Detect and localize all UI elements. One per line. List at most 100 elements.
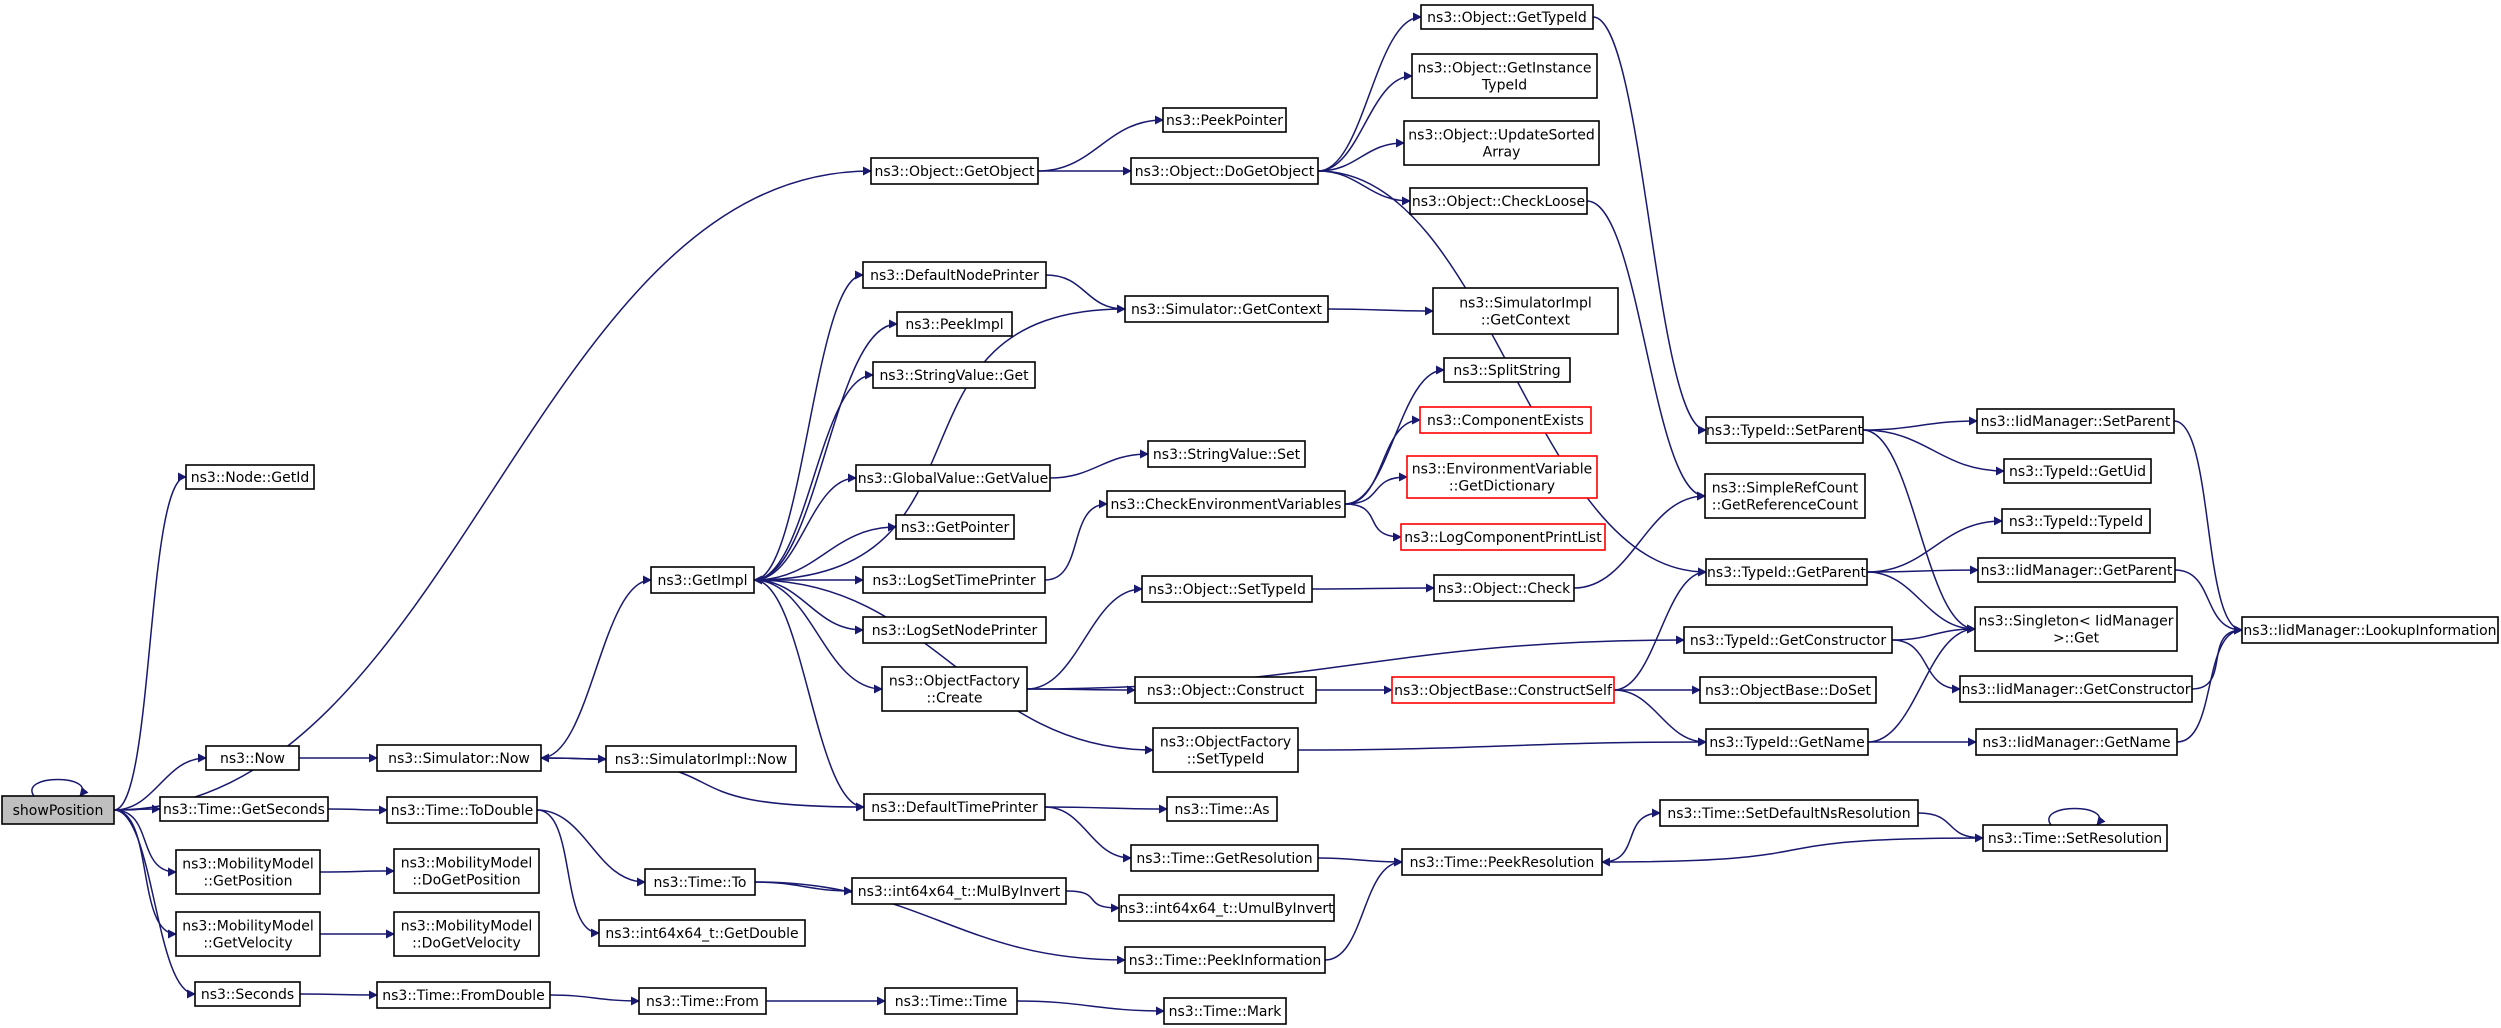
node-checkenvvars[interactable]: ns3::CheckEnvironmentVariables (1106, 490, 1346, 518)
node-iidm-getname[interactable]: ns3::IidManager::GetName (1975, 728, 2178, 756)
node-objectbase-constructself[interactable]: ns3::ObjectBase::ConstructSelf (1391, 676, 1615, 704)
node-time-mark[interactable]: ns3::Time::Mark (1163, 997, 1287, 1025)
node-node-getid[interactable]: ns3::Node::GetId (185, 464, 315, 490)
node-singleton-get[interactable]: ns3::Singleton< IidManager >::Get (1974, 606, 2178, 652)
node-objectbase-doset[interactable]: ns3::ObjectBase::DoSet (1699, 676, 1877, 704)
node-typeid-getname[interactable]: ns3::TypeId::GetName (1705, 728, 1869, 756)
node-componentexists[interactable]: ns3::ComponentExists (1419, 406, 1592, 434)
node-peekpointer[interactable]: ns3::PeekPointer (1162, 107, 1287, 133)
node-dogetobject[interactable]: ns3::Object::DoGetObject (1130, 157, 1319, 185)
node-object-check[interactable]: ns3::Object::Check (1433, 574, 1575, 602)
node-mm-getvelocity[interactable]: ns3::MobilityModel::GetVelocity (175, 911, 321, 957)
node-checkloose[interactable]: ns3::Object::CheckLoose (1409, 187, 1588, 215)
node-box (1659, 799, 1919, 827)
edge-time-peekinformation-to-time-peekresolution (1324, 857, 1403, 961)
node-simulator-now[interactable]: ns3::Simulator::Now (376, 744, 542, 772)
edge-dogetobject-to-checkloose (1317, 170, 1411, 206)
node-sim-getcontext[interactable]: ns3::Simulator::GetContext (1124, 295, 1329, 323)
node-time-as[interactable]: ns3::Time::As (1166, 796, 1278, 822)
node-time-setresolution[interactable]: ns3::Time::SetResolution (1982, 824, 2168, 852)
node-time-time[interactable]: ns3::Time::Time (884, 987, 1018, 1015)
node-object-getobject[interactable]: ns3::Object::GetObject (870, 157, 1039, 185)
edge-globalvalue-getvalue-to-stringvalue-set (1049, 449, 1149, 479)
node-label: ns3::Object::Construct (1147, 683, 1305, 699)
node-typeid-typeid[interactable]: ns3::TypeId::TypeId (2001, 508, 2151, 534)
node-label: ns3::Time::PeekInformation (1129, 953, 1322, 969)
node-time-todouble[interactable]: ns3::Time::ToDouble (386, 796, 538, 824)
edge-typeid-getname-to-singleton-get (1867, 624, 1976, 743)
node-label: ns3::Time::SetResolution (1988, 831, 2162, 847)
node-iidm-lookupinformation[interactable]: ns3::IidManager::LookupInformation (2241, 616, 2499, 644)
node-label: ns3::Simulator::Now (388, 751, 530, 767)
node-box (1124, 295, 1329, 323)
edge-getimpl-to-defaulttimeprinter (753, 579, 865, 812)
node-object-settypeid[interactable]: ns3::Object::SetTypeId (1141, 575, 1313, 603)
node-box (862, 566, 1046, 594)
node-simimpl-getcontext[interactable]: ns3::SimulatorImpl::GetContext (1432, 287, 1619, 335)
node-defaulttimeprinter[interactable]: ns3::DefaultTimePrinter (863, 793, 1046, 821)
node-iidm-getconstructor[interactable]: ns3::IidManager::GetConstructor (1959, 675, 2193, 703)
node-umulbyinvert[interactable]: ns3::int64x64_t::UmulByInvert (1118, 894, 1335, 922)
node-iidm-setparent[interactable]: ns3::IidManager::SetParent (1976, 408, 2175, 434)
edge-typeid-setparent-to-typeid-getuid (1862, 429, 2005, 476)
node-object-gettypeid[interactable]: ns3::Object::GetTypeId (1420, 4, 1594, 30)
edge-time-todouble-to-getdouble (536, 809, 600, 938)
node-stringvalue-get[interactable]: ns3::StringValue::Get (872, 361, 1036, 389)
node-mm-dogetposition[interactable]: ns3::MobilityModel::DoGetPosition (393, 848, 540, 894)
node-objectfactory-settypeid[interactable]: ns3::ObjectFactory::SetTypeId (1152, 727, 1299, 773)
node-mm-dogetvelocity[interactable]: ns3::MobilityModel::DoGetVelocity (393, 911, 540, 957)
node-iidm-getparent[interactable]: ns3::IidManager::GetParent (1977, 557, 2176, 583)
node-label: ::GetVelocity (203, 936, 292, 952)
node-typeid-getconstructor[interactable]: ns3::TypeId::GetConstructor (1683, 626, 1893, 654)
edge-iidm-setparent-to-iidm-lookupinformation (2173, 420, 2243, 635)
node-label: ns3::Object::GetInstance (1417, 61, 1591, 77)
node-logsettimeprinter[interactable]: ns3::LogSetTimePrinter (862, 566, 1046, 594)
node-label: ns3::Object::UpdateSorted (1408, 128, 1594, 144)
node-globalvalue-getvalue[interactable]: ns3::GlobalValue::GetValue (855, 464, 1051, 492)
node-now[interactable]: ns3::Now (205, 745, 300, 771)
node-label: ns3::IidManager::GetConstructor (1961, 682, 2190, 698)
node-label: ns3::Simulator::GetContext (1131, 302, 1323, 318)
node-label: ns3::TypeId::TypeId (2009, 514, 2143, 530)
edge-typeid-setparent-to-singleton-get (1862, 429, 1976, 634)
node-box (194, 981, 301, 1007)
node-time-from[interactable]: ns3::Time::From (638, 987, 767, 1015)
node-time-peekinformation[interactable]: ns3::Time::PeekInformation (1124, 946, 1326, 974)
node-objectfactory-create[interactable]: ns3::ObjectFactory::Create (881, 666, 1028, 712)
node-typeid-getparent[interactable]: ns3::TypeId::GetParent (1705, 558, 1868, 586)
node-simplerefcount[interactable]: ns3::SimpleRefCount::GetReferenceCount (1704, 473, 1866, 519)
node-label: ::Create (927, 691, 983, 707)
node-showposition[interactable]: showPosition (1, 795, 115, 825)
node-box (1130, 844, 1319, 872)
node-getimpl[interactable]: ns3::GetImpl (650, 566, 755, 594)
node-defaultnodeprinter[interactable]: ns3::DefaultNodePrinter (862, 261, 1047, 289)
node-getpointer[interactable]: ns3::GetPointer (895, 514, 1015, 540)
node-logsetnodeprinter[interactable]: ns3::LogSetNodePrinter (862, 616, 1047, 644)
node-time-setdefaultnsresolution[interactable]: ns3::Time::SetDefaultNsResolution (1659, 799, 1919, 827)
node-typeid-setparent[interactable]: ns3::TypeId::SetParent (1705, 416, 1864, 444)
node-typeid-getuid[interactable]: ns3::TypeId::GetUid (2003, 458, 2152, 484)
node-stringvalue-set[interactable]: ns3::StringValue::Set (1147, 440, 1306, 468)
node-box (376, 744, 542, 772)
edge-typeid-getconstructor-to-iidm-getconstructor (1891, 639, 1961, 694)
node-object-construct[interactable]: ns3::Object::Construct (1134, 676, 1317, 704)
node-splitstring[interactable]: ns3::SplitString (1443, 357, 1571, 383)
node-label: ns3::Node::GetId (191, 470, 309, 486)
node-seconds[interactable]: ns3::Seconds (194, 981, 301, 1007)
node-time-peekresolution[interactable]: ns3::Time::PeekResolution (1401, 848, 1603, 876)
node-mulbyinvert[interactable]: ns3::int64x64_t::MulByInvert (851, 877, 1067, 905)
node-getdouble[interactable]: ns3::int64x64_t::GetDouble (598, 919, 806, 947)
node-box (1411, 53, 1598, 99)
node-simulatorimpl-now[interactable]: ns3::SimulatorImpl::Now (605, 745, 797, 773)
node-peekimpl[interactable]: ns3::PeekImpl (896, 311, 1013, 337)
node-time-getresolution[interactable]: ns3::Time::GetResolution (1130, 844, 1319, 872)
node-envgetdictionary[interactable]: ns3::EnvironmentVariable::GetDictionary (1406, 455, 1598, 499)
node-logcomponentprintlist[interactable]: ns3::LogComponentPrintList (1400, 523, 1606, 551)
node-time-fromdouble[interactable]: ns3::Time::FromDouble (376, 981, 551, 1009)
node-mm-getposition[interactable]: ns3::MobilityModel::GetPosition (175, 849, 321, 895)
node-box (1403, 120, 1600, 166)
node-time-getseconds[interactable]: ns3::Time::GetSeconds (159, 796, 329, 822)
node-time-to[interactable]: ns3::Time::To (644, 868, 756, 896)
